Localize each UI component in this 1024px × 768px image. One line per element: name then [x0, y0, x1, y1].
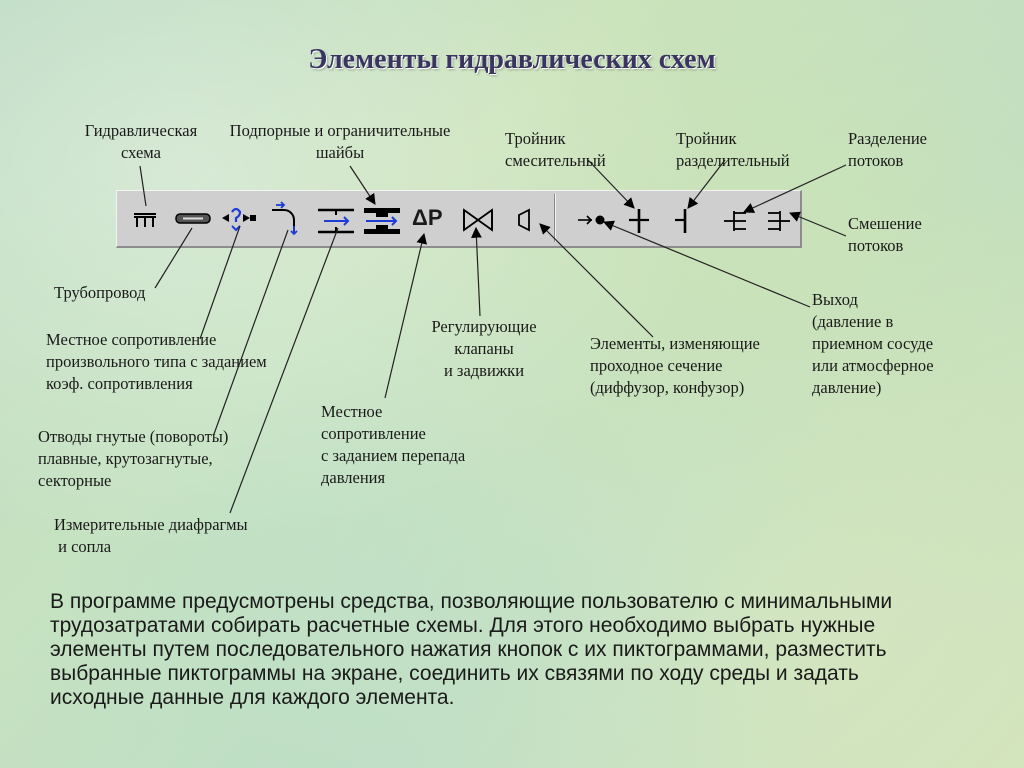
label-hydraulic-scheme: Гидравлическая схема	[52, 120, 230, 164]
label-line: Разделение	[848, 129, 927, 148]
leader-pipeline	[154, 227, 193, 289]
label-diaphragms: Измерительные диафрагмы и сопла	[54, 514, 248, 558]
label-line: Местное сопротивление	[46, 330, 217, 349]
label-washers: Подпорные и ограничительные шайбы	[205, 120, 475, 164]
label-flow-split: Разделение потоков	[848, 128, 927, 172]
leader-local-resistance	[199, 225, 241, 340]
label-line: Элементы, изменяющие	[590, 334, 760, 353]
bend-icon[interactable]	[268, 200, 308, 238]
label-flow-merge: Смешение потоков	[848, 213, 922, 257]
tee-mixing-icon[interactable]	[626, 206, 652, 236]
flow-merge-icon[interactable]	[764, 206, 794, 236]
label-valves: Регулирующие клапаны и задвижки	[414, 316, 554, 382]
washer-limit-icon[interactable]	[362, 204, 402, 238]
label-line: Подпорные и ограничительные	[229, 121, 451, 140]
label-bends: Отводы гнутые (повороты) плавные, крутоз…	[38, 426, 228, 492]
toolbar-separator	[554, 194, 556, 242]
label-line: произвольного типа с заданием	[46, 352, 267, 371]
label-line: клапаны	[454, 339, 514, 358]
label-line: Отводы гнутые (повороты)	[38, 427, 229, 446]
label-section-change: Элементы, изменяющие проходное сечение (…	[590, 333, 760, 399]
label-line: сопротивление	[321, 424, 426, 443]
leader-flow-merge	[789, 211, 847, 237]
label-line: схема	[121, 143, 161, 162]
label-outlet: Выход (давление в приемном сосуде или ат…	[812, 289, 934, 399]
diaphragm-icon[interactable]	[220, 202, 260, 234]
label-line: Тройник	[676, 129, 737, 148]
label-line: Местное	[321, 402, 383, 421]
leader-section-change	[539, 223, 654, 338]
leader-pressure-drop	[384, 232, 428, 399]
label-line: Тройник	[505, 129, 566, 148]
paragraph-line: элементы путем последовательного нажатия…	[50, 638, 887, 661]
label-line: проходное сечение	[590, 356, 723, 375]
pipeline-icon[interactable]	[173, 204, 213, 234]
page-title: Элементы гидравлических схем	[308, 44, 716, 75]
leader-tee-mixing	[587, 159, 635, 209]
label-line: давления	[321, 468, 386, 487]
label-line: плавные, крутозагнутые,	[38, 449, 213, 468]
label-tee-dividing: Тройник разделительный	[676, 128, 790, 172]
tee-dividing-icon[interactable]	[672, 206, 698, 236]
label-line: Трубопровод	[54, 283, 146, 302]
leader-bends	[213, 229, 289, 435]
paragraph-line: исходные данные для каждого элемента.	[50, 686, 455, 709]
label-line: (диффузор, конфузор)	[590, 378, 745, 397]
label-line: Выход	[812, 290, 858, 309]
pressure-drop-icon[interactable]: ΔP	[412, 205, 443, 230]
leader-valves	[471, 226, 482, 317]
label-line: разделительный	[676, 151, 790, 170]
diffuser-icon[interactable]	[515, 206, 543, 234]
label-line: Регулирующие	[431, 317, 537, 336]
label-line: потоков	[848, 151, 904, 170]
label-line: и сопла	[54, 537, 112, 556]
label-tee-mixing: Тройник смесительный	[505, 128, 606, 172]
description-paragraph: В программе предусмотрены средства, позв…	[50, 590, 1000, 710]
flow-split-icon[interactable]	[720, 206, 750, 236]
label-line: Измерительные диафрагмы	[54, 515, 248, 534]
leader-outlet	[603, 220, 811, 308]
label-line: Смешение	[848, 214, 922, 233]
paragraph-line: выбранные пиктограммы на экране, соедини…	[50, 662, 859, 685]
label-line: Гидравлическая	[84, 121, 198, 140]
label-pipeline: Трубопровод	[54, 282, 145, 304]
leader-washers	[349, 165, 376, 205]
label-line: (давление в	[812, 312, 894, 331]
outlet-icon[interactable]	[576, 208, 610, 232]
leader-hydraulic-scheme	[139, 165, 147, 207]
paragraph-line: трудозатратами собирать расчетные схемы.…	[50, 614, 876, 637]
label-line: или атмосферное	[812, 356, 934, 375]
paragraph-line: В программе предусмотрены средства, позв…	[50, 590, 893, 613]
label-line: секторные	[38, 471, 112, 490]
label-pressure-drop: Местное сопротивление с заданием перепад…	[321, 401, 465, 489]
hydraulic-scheme-icon[interactable]	[130, 204, 160, 234]
label-local-resistance: Местное сопротивление произвольного типа…	[46, 329, 267, 395]
label-line: коэф. сопротивления	[46, 374, 193, 393]
label-line: приемном сосуде	[812, 334, 934, 353]
label-line: шайбы	[315, 143, 365, 162]
label-line: потоков	[848, 236, 904, 255]
label-line: давление)	[812, 378, 882, 397]
leader-flow-split	[743, 164, 847, 213]
label-line: смесительный	[505, 151, 606, 170]
label-line: и задвижки	[443, 361, 525, 380]
valve-icon[interactable]	[461, 206, 495, 234]
leader-tee-dividing	[687, 159, 726, 209]
label-line: с заданием перепада	[321, 446, 466, 465]
leader-diaphragms	[229, 227, 339, 514]
